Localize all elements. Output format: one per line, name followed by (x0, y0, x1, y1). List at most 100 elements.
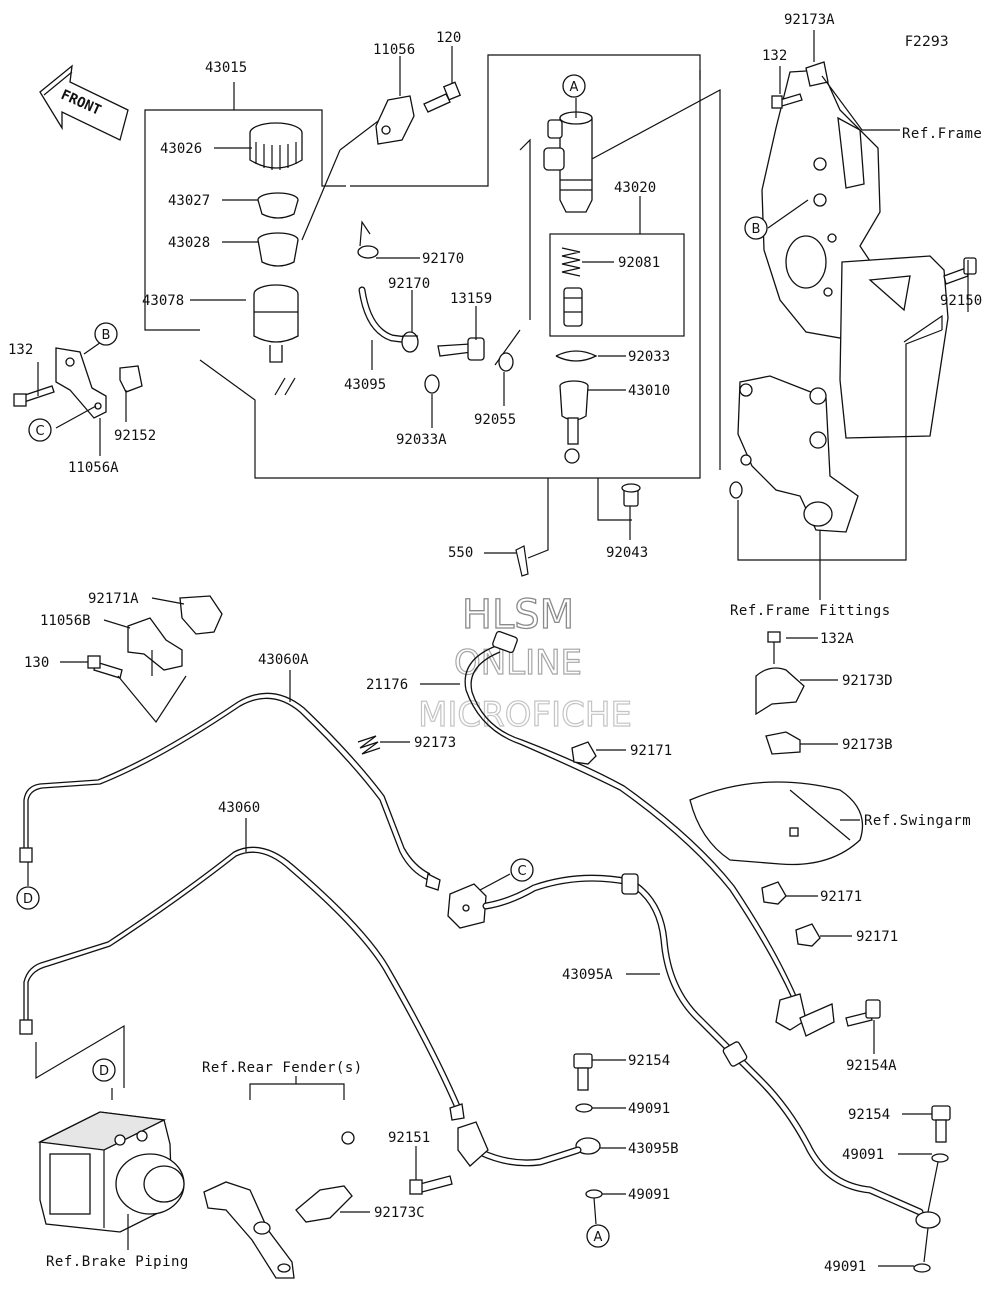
spring-92081 (561, 247, 581, 277)
label-120: 120 (436, 30, 461, 46)
label-43060: 43060 (218, 800, 260, 816)
clamp-92171-lower (795, 923, 821, 947)
label-92151: 92151 (388, 1130, 430, 1146)
bolt-92151 (409, 1175, 453, 1195)
circlip-92033 (555, 350, 598, 362)
label-92043: 92043 (606, 545, 648, 561)
svg-text:B: B (102, 328, 111, 343)
label-49091-center-lower: 49091 (628, 1187, 670, 1203)
banjo-bolt-92154-center (573, 1053, 593, 1091)
label-92171-upper: 92171 (630, 743, 672, 759)
label-92154-center: 92154 (628, 1053, 670, 1069)
label-49091-center-upper: 49091 (628, 1101, 670, 1117)
marker-D-left: D (16, 886, 40, 910)
ref-brake-piping: Ref.Brake Piping (46, 1254, 189, 1270)
repair-kit-43020-box (549, 233, 685, 337)
label-92171-mid: 92171 (820, 889, 862, 905)
washer-49091-right-upper (931, 1153, 949, 1163)
label-92055: 92055 (474, 412, 516, 428)
clamp-92173B (765, 731, 801, 755)
label-11056: 11056 (373, 42, 415, 58)
label-43028: 43028 (168, 235, 210, 251)
clip-92173A (805, 61, 829, 87)
reservoir-cap-43026 (249, 122, 303, 170)
label-92150: 92150 (940, 293, 982, 309)
clamp-92173D (755, 667, 805, 716)
pin-92043 (621, 483, 641, 507)
watermark-line-2: ONLINE (454, 643, 582, 683)
ref-frame-leader (821, 75, 900, 131)
bracket-11056B (127, 617, 183, 676)
bracket-11056B-leader (117, 675, 187, 724)
abs-unit (37, 1111, 185, 1233)
svg-text:A: A (594, 1230, 603, 1245)
marker-A-top: A (562, 74, 586, 98)
label-21176: 21176 (366, 677, 408, 693)
grommet-fender (341, 1131, 355, 1145)
label-132A: 132A (820, 631, 854, 647)
label-43078: 43078 (142, 293, 184, 309)
ref-swingarm: Ref.Swingarm (864, 813, 971, 829)
label-43027: 43027 (168, 193, 210, 209)
joint-block (447, 883, 487, 929)
bolt-92150 (943, 257, 977, 285)
label-11056B: 11056B (40, 613, 91, 629)
label-92033: 92033 (628, 349, 670, 365)
label-92154-right: 92154 (848, 1107, 890, 1123)
bracket-11056 (375, 95, 415, 145)
label-92173B: 92173B (842, 737, 893, 753)
ref-rear-fender: Ref.Rear Fender(s) (202, 1060, 363, 1076)
cotter-pin-550 (515, 545, 529, 577)
marker-B-frame: B (744, 216, 768, 240)
swingarm-section (689, 781, 864, 866)
push-rod-43010 (559, 380, 589, 464)
label-132-frame: 132 (762, 48, 787, 64)
svg-text:C: C (517, 864, 526, 879)
watermark: HLSM ONLINE MICROFICHE (417, 591, 632, 735)
label-43095: 43095 (344, 377, 386, 393)
damper-92152 (119, 365, 143, 393)
bolt-130 (87, 655, 123, 679)
assembly-leader-lines (144, 54, 721, 559)
bolt-92154A (845, 999, 881, 1027)
label-92173C: 92173C (374, 1205, 425, 1221)
diaphragm-plate-43027 (257, 192, 299, 219)
grommet-92173 (357, 735, 381, 755)
label-92173: 92173 (414, 735, 456, 751)
label-43095B: 43095B (628, 1141, 679, 1157)
part-labels: 43015 11056 120 43026 43027 43028 43078 … (8, 12, 982, 1275)
reservoir-hose-43095 (358, 286, 412, 344)
watermark-line-3: MICROFICHE (418, 695, 632, 735)
brake-hose-43095A (482, 873, 924, 1216)
banjo-right (915, 1161, 941, 1263)
svg-text:A: A (570, 80, 579, 95)
label-132-left: 132 (8, 342, 33, 358)
label-92033A: 92033A (396, 432, 447, 448)
label-49091-right-upper: 49091 (842, 1147, 884, 1163)
rear-fender-bracket (203, 1181, 295, 1279)
label-13159: 13159 (450, 291, 492, 307)
label-92152: 92152 (114, 428, 156, 444)
clip-92173C (295, 1185, 353, 1223)
label-92170-upper: 92170 (422, 251, 464, 267)
clamp-92171-mid (761, 881, 787, 905)
clamp-92171-upper (571, 741, 597, 765)
label-92171-lower: 92171 (856, 929, 898, 945)
footrest-bracket (729, 255, 949, 533)
frame-fittings-leader (737, 329, 943, 561)
brake-pipe-43060 (19, 846, 465, 1121)
banjo-43095B (457, 1121, 601, 1167)
label-43060A: 43060A (258, 652, 309, 668)
label-leaders (27, 30, 969, 1267)
o-ring-92055 (498, 352, 514, 372)
label-43026: 43026 (160, 141, 202, 157)
label-92171A: 92171A (88, 591, 139, 607)
ref-frame-fittings: Ref.Frame Fittings (730, 603, 891, 619)
diagram-code: F2293 (905, 34, 949, 50)
svg-text:B: B (752, 222, 761, 237)
brake-pipe-43060A (19, 692, 441, 891)
abs-leader (35, 1024, 125, 1088)
bolt-120 (423, 81, 462, 113)
clip-92170-upper (357, 220, 379, 259)
